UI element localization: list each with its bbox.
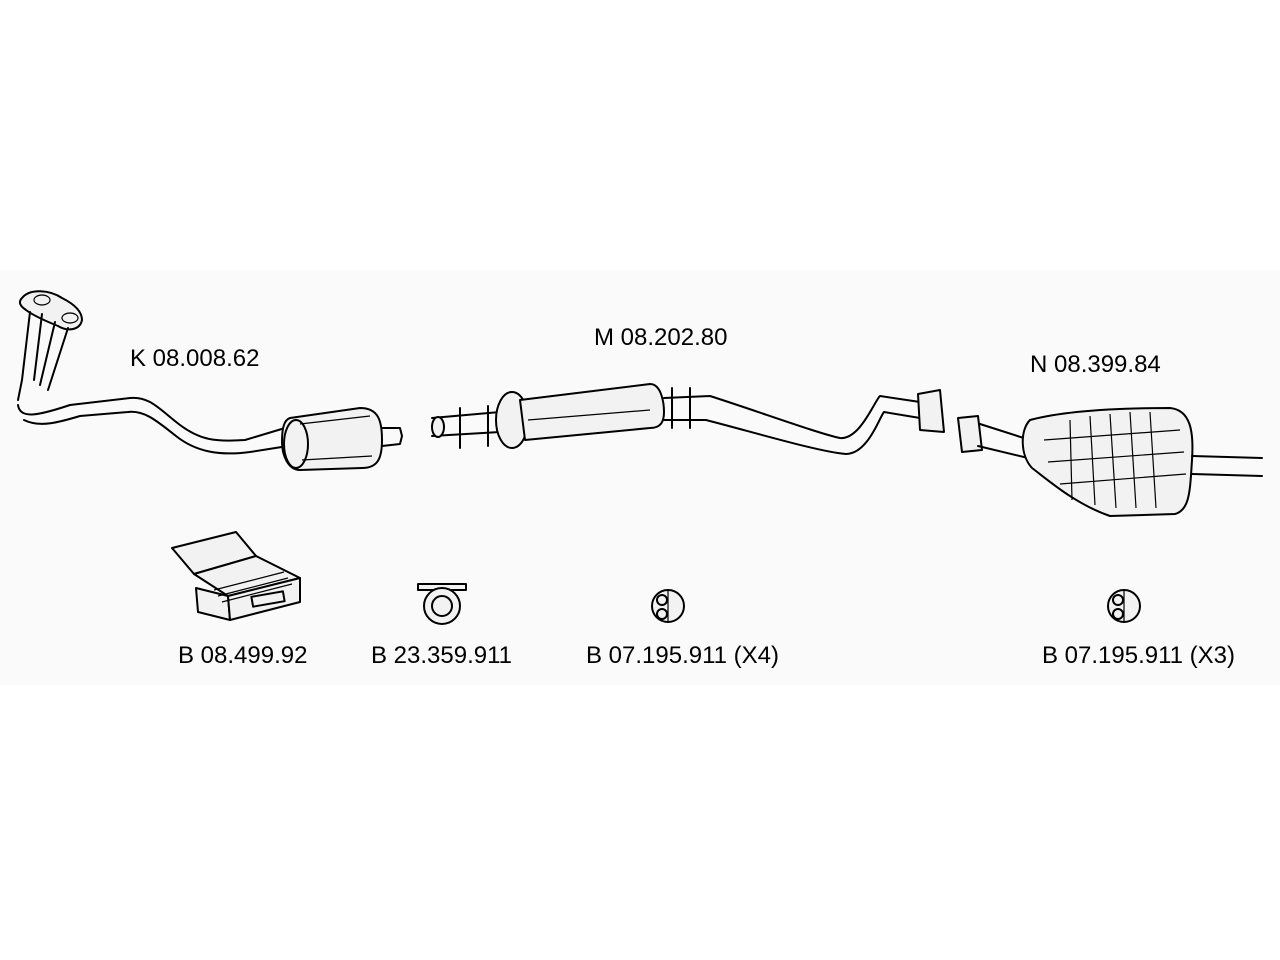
middle-silencer-icon[interactable] [431, 383, 945, 455]
accessory-label-mount-x3: B 07.195.911 (X3) [1042, 642, 1235, 669]
assembly-kit-icon[interactable] [171, 531, 301, 621]
pipe-clamp-icon[interactable] [417, 583, 467, 625]
rubber-mount-icon[interactable] [651, 589, 685, 623]
part-label-m: M 08.202.80 [594, 324, 727, 351]
accessory-label-kit: B 08.499.92 [178, 642, 307, 669]
front-pipe-icon[interactable] [17, 290, 403, 471]
part-label-k: K 08.008.62 [130, 345, 259, 372]
accessory-label-mount-x4: B 07.195.911 (X4) [586, 642, 779, 669]
part-label-n: N 08.399.84 [1030, 351, 1161, 378]
rubber-mount-icon[interactable] [1107, 589, 1141, 623]
accessory-label-clamp: B 23.359.911 [371, 642, 512, 669]
rear-silencer-icon[interactable] [957, 407, 1263, 517]
